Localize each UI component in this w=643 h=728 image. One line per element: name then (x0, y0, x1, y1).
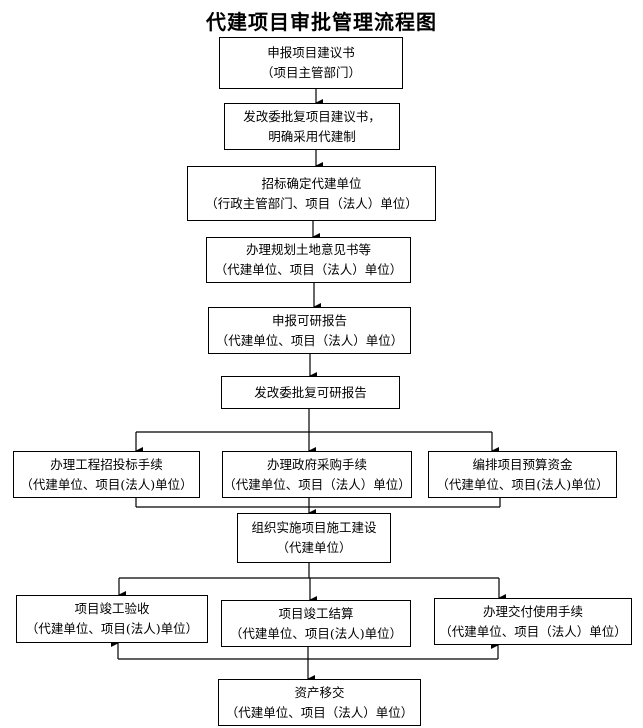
node-label: 项目竣工验收 (74, 601, 150, 616)
node-sublabel: （代建单位、项目(法人)单位） (229, 625, 403, 641)
node-sublabel: （代建单位、项目(法人)单位） (20, 476, 193, 492)
node-sublabel: （项目主管部门） (260, 65, 361, 80)
node-sublabel: （代建单位、项目（法人）单位） (215, 332, 404, 348)
node-label: 办理政府采购手续 (266, 456, 367, 472)
node-completion-acceptance: 项目竣工验收 （代建单位、项目(法人)单位） (16, 595, 208, 643)
node-label: 发改委批复可研报告 (254, 384, 367, 400)
node-submit-feasibility: 申报可研报告 （代建单位、项目（法人）单位） (208, 307, 411, 354)
diagram-title: 代建项目审批管理流程图 (206, 10, 437, 34)
node-sublabel: （代建单位、项目（法人）单位） (223, 476, 411, 492)
node-label: 办理交付使用手续 (482, 603, 583, 619)
node-tendering: 办理工程招投标手续 （代建单位、项目(法人)单位） (13, 451, 200, 498)
node-approve-feasibility: 发改委批复可研报告 (221, 376, 400, 409)
node-sublabel: （代建单位、项目（法人）单位） (225, 704, 414, 720)
node-sublabel: （代建单位、项目(法人)单位） (25, 621, 199, 636)
node-sublabel: （代建单位、项目（法人）单位） (439, 623, 627, 639)
node-label: 项目竣工结算 (278, 605, 354, 621)
node-construction: 组织实施项目施工建设 （代建单位） (237, 513, 391, 563)
node-label: 申报项目建议书 (267, 45, 355, 60)
node-asset-transfer: 资产移交 （代建单位、项目（法人）单位） (218, 679, 421, 726)
node-approve-proposal: 发改委批复项目建议书， 明确采用代建制 (224, 103, 400, 150)
node-planning-land: 办理规划土地意见书等 （代建单位、项目（法人）单位） (206, 237, 411, 283)
node-label: 组织实施项目施工建设 (251, 520, 377, 535)
node-label: 资产移交 (294, 684, 345, 700)
node-sublabel: （行政主管部门、项目（法人）单位） (205, 195, 418, 211)
node-sublabel: （代建单位、项目（法人）单位） (214, 262, 403, 277)
node-sublabel: 明确采用代建制 (268, 128, 356, 144)
node-procurement: 办理政府采购手续 （代建单位、项目（法人）单位） (222, 451, 412, 498)
node-label: 编排项目预算资金 (472, 456, 573, 472)
node-select-agent: 招标确定代建单位 （行政主管部门、项目（法人）单位） (187, 166, 436, 221)
node-label: 发改委批复项目建议书， (243, 108, 381, 124)
node-handover-procedures: 办理交付使用手续 （代建单位、项目（法人）单位） (434, 598, 632, 645)
node-label: 申报可研报告 (271, 312, 347, 328)
node-budget: 编排项目预算资金 （代建单位、项目(法人)单位） (428, 451, 617, 498)
node-label: 办理工程招投标手续 (50, 456, 163, 472)
node-sublabel: （代建单位、项目(法人)单位） (436, 476, 609, 492)
node-completion-settlement: 项目竣工结算 （代建单位、项目(法人)单位） (221, 600, 411, 647)
node-sublabel: （代建单位） (276, 540, 352, 555)
node-label: 招标确定代建单位 (261, 175, 362, 191)
node-label: 办理规划土地意见书等 (245, 242, 371, 257)
node-submit-proposal: 申报项目建议书 （项目主管部门） (219, 37, 403, 89)
